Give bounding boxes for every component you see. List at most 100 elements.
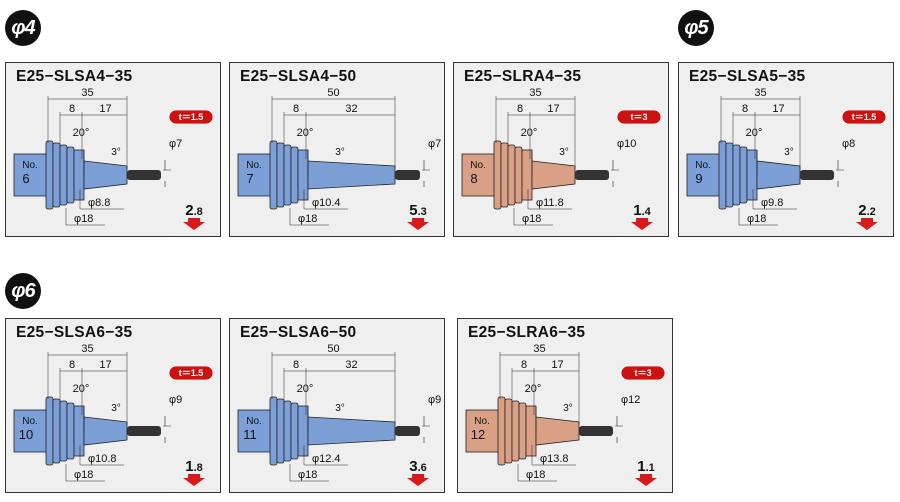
- thickness-value: t＝1.5: [179, 368, 204, 378]
- dim-taper: 3°: [559, 147, 569, 158]
- thickness-value: t＝1.5: [852, 112, 877, 122]
- tool-body: [465, 396, 613, 466]
- model-no-label: No.: [22, 416, 38, 427]
- section-badge-phi4: φ4: [5, 10, 41, 46]
- dim-length: 35: [533, 343, 545, 355]
- card-title: E25−SLSA4−50: [240, 68, 357, 85]
- dim-angle: 20°: [73, 127, 90, 139]
- dim-tip-diameter: φ8: [842, 138, 855, 150]
- down-arrow-icon: [183, 474, 205, 486]
- down-arrow-icon: [407, 474, 429, 486]
- dim-angle: 20°: [73, 383, 90, 395]
- model-no-label: No.: [474, 416, 490, 427]
- model-no-label: No.: [246, 416, 262, 427]
- dim-tip-diameter: φ7: [428, 138, 441, 150]
- dim-angle: 20°: [521, 127, 538, 139]
- dim-step: 8: [521, 359, 527, 371]
- dim-angle: 20°: [746, 127, 763, 139]
- dim-diameter-2: φ18: [298, 469, 317, 481]
- thickness-value: t＝3: [634, 368, 651, 378]
- dim-length: 35: [81, 343, 93, 355]
- dim-diameter-1: φ10.4: [312, 197, 341, 209]
- dim-mid: 17: [99, 359, 111, 371]
- dim-diameter-1: φ10.8: [88, 453, 117, 465]
- thickness-value: t＝1.5: [179, 112, 204, 122]
- weight-value: 1.8: [185, 458, 203, 475]
- dim-tip-diameter: φ9: [169, 394, 182, 406]
- model-no: 7: [246, 171, 253, 186]
- dim-step: 8: [517, 103, 523, 115]
- model-no: 9: [695, 171, 702, 186]
- thickness-badge: t＝1.5: [168, 109, 214, 125]
- dim-length: 50: [327, 87, 339, 99]
- card-title: E25−SLSA4−35: [16, 68, 133, 85]
- model-no-label: No.: [246, 160, 262, 171]
- down-arrow-icon: [631, 218, 653, 230]
- dim-taper: 3°: [111, 147, 121, 158]
- tool-body: [237, 140, 420, 210]
- dim-length: 35: [529, 87, 541, 99]
- down-arrow-icon: [635, 474, 657, 486]
- dim-angle: 20°: [525, 383, 542, 395]
- down-arrow-icon: [856, 218, 878, 230]
- dim-angle: 20°: [297, 127, 314, 139]
- dim-diameter-2: φ18: [298, 213, 317, 225]
- tool-body: [13, 396, 161, 466]
- dim-taper: 3°: [335, 403, 345, 414]
- dim-step: 8: [69, 359, 75, 371]
- dim-tip-diameter: φ7: [169, 138, 182, 150]
- dim-taper: 3°: [111, 403, 121, 414]
- model-no-label: No.: [470, 160, 486, 171]
- dim-tip-diameter: φ12: [621, 394, 640, 406]
- dim-angle: 20°: [297, 383, 314, 395]
- model-no: 8: [470, 171, 477, 186]
- dim-diameter-1: φ9.8: [761, 197, 783, 209]
- thickness-badge: t＝3: [620, 365, 666, 381]
- dim-diameter-2: φ18: [522, 213, 541, 225]
- dim-step: 8: [293, 103, 299, 115]
- model-no: 6: [22, 171, 29, 186]
- dim-step: 8: [69, 103, 75, 115]
- model-no: 11: [243, 427, 257, 442]
- section-badge-phi5: φ5: [678, 10, 714, 46]
- dim-diameter-2: φ18: [74, 469, 93, 481]
- dim-taper: 3°: [784, 147, 794, 158]
- dim-tip-diameter: φ9: [428, 394, 441, 406]
- weight-value: 2.8: [185, 202, 203, 219]
- weight-value: 2.2: [858, 202, 876, 219]
- thickness-badge: t＝1.5: [841, 109, 887, 125]
- down-arrow-icon: [407, 218, 429, 230]
- dim-mid: 32: [345, 359, 357, 371]
- tool-body: [237, 396, 420, 466]
- weight-value: 3.6: [409, 458, 427, 475]
- dim-mid: 17: [551, 359, 563, 371]
- dim-diameter-1: φ12.4: [312, 453, 341, 465]
- model-no: 12: [471, 427, 485, 442]
- dim-tip-diameter: φ10: [617, 138, 636, 150]
- dim-mid: 17: [99, 103, 111, 115]
- card-title: E25−SLSA5−35: [689, 68, 806, 85]
- dim-taper: 3°: [563, 403, 573, 414]
- card-title: E25−SLSA6−35: [16, 324, 133, 341]
- dim-taper: 3°: [335, 147, 345, 158]
- thickness-badge: t＝1.5: [168, 365, 214, 381]
- section-badge-phi6: φ6: [5, 273, 41, 309]
- card-title: E25−SLSA6−50: [240, 324, 357, 341]
- dim-diameter-2: φ18: [74, 213, 93, 225]
- dim-mid: 17: [547, 103, 559, 115]
- down-arrow-icon: [183, 218, 205, 230]
- tool-body: [461, 140, 609, 210]
